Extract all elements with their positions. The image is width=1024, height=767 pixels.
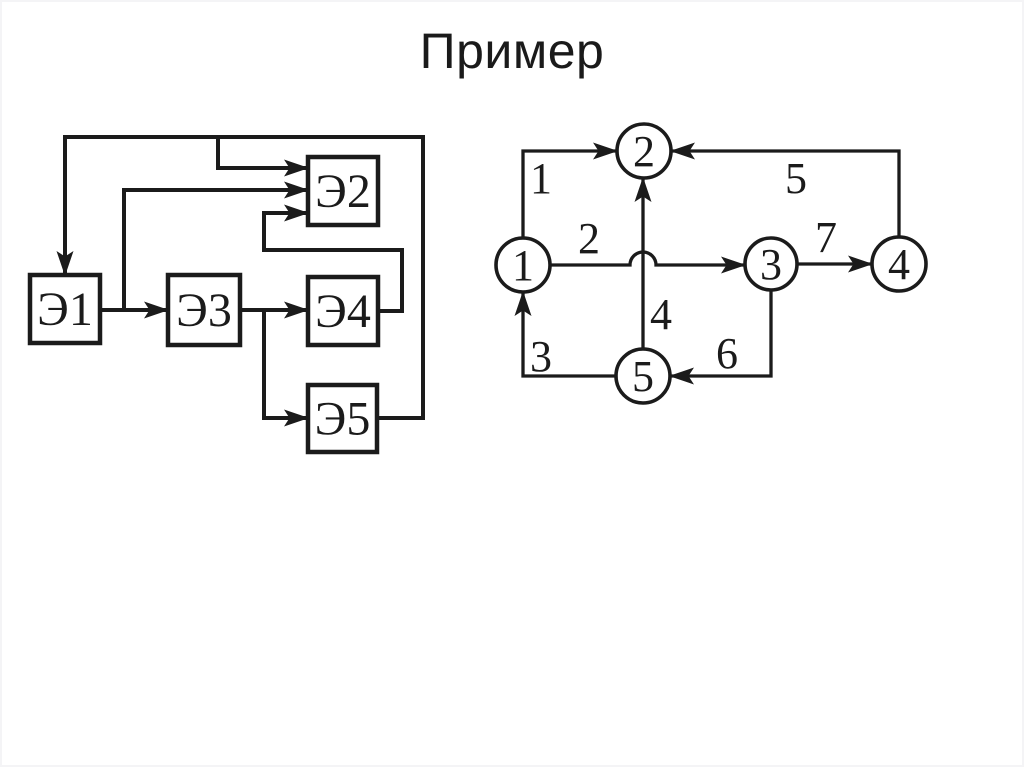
graph-node-2 <box>615 122 673 180</box>
graph-edge-4-2 <box>670 142 901 237</box>
graph-node-5 <box>614 347 672 405</box>
connection-E5-E2 <box>216 137 309 177</box>
node-label-4: 4 <box>888 240 910 289</box>
page-title: Пример <box>419 23 605 79</box>
node-label-2: 2 <box>633 127 655 176</box>
edge-label-2: 2 <box>578 214 600 263</box>
graph-node-4 <box>870 235 928 293</box>
block-label-E2: Э2 <box>315 165 371 218</box>
node-label-5: 5 <box>632 352 654 401</box>
edge-label-4: 4 <box>650 290 672 339</box>
graph-edge-5-1 <box>514 291 616 378</box>
edge-label-1: 1 <box>530 154 552 203</box>
graph-node-1 <box>494 236 552 294</box>
block-E4 <box>305 274 381 348</box>
block-label-E3: Э3 <box>176 284 232 337</box>
connection-E3-E5 <box>262 310 309 427</box>
connection-E1-E2 <box>122 181 309 310</box>
block-label-E5: Э5 <box>315 393 371 446</box>
edge-label-7: 7 <box>815 213 837 262</box>
node-label-1: 1 <box>512 241 534 290</box>
block-label-E4: Э4 <box>315 285 371 338</box>
graph-edge-1-2 <box>521 142 618 238</box>
edge-label-5: 5 <box>785 154 807 203</box>
block-label-E1: Э1 <box>37 283 93 336</box>
graph-edge-3-5 <box>669 290 773 385</box>
graph-node-3 <box>743 236 799 292</box>
edge-label-3: 3 <box>530 332 552 381</box>
block-E3 <box>165 272 243 348</box>
block-E2 <box>305 154 381 228</box>
block-E5 <box>305 382 380 455</box>
block-E1 <box>27 272 103 346</box>
connection-E4-E2 <box>262 204 404 313</box>
connection-E5-E1 <box>56 135 425 420</box>
node-label-3: 3 <box>760 240 782 289</box>
edge-label-6: 6 <box>716 329 738 378</box>
